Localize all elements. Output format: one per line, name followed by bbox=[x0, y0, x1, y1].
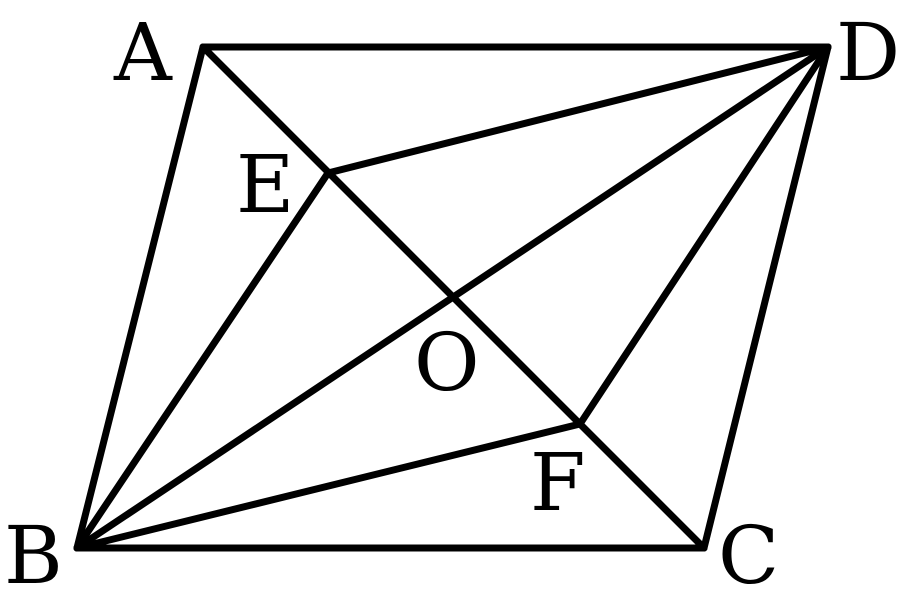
segment-BE bbox=[73, 169, 332, 552]
label-F: F bbox=[530, 436, 586, 529]
segment-CD bbox=[700, 43, 832, 552]
label-B: B bbox=[4, 509, 63, 602]
label-A: A bbox=[113, 6, 173, 99]
label-O: O bbox=[414, 316, 480, 409]
segment-BD bbox=[73, 43, 832, 552]
label-D: D bbox=[836, 6, 900, 99]
segment-AB bbox=[73, 43, 207, 552]
segment-BF bbox=[73, 420, 584, 552]
segment-FD bbox=[576, 43, 832, 428]
segment-ED bbox=[324, 43, 832, 177]
label-E: E bbox=[236, 138, 294, 231]
label-C: C bbox=[718, 509, 779, 602]
